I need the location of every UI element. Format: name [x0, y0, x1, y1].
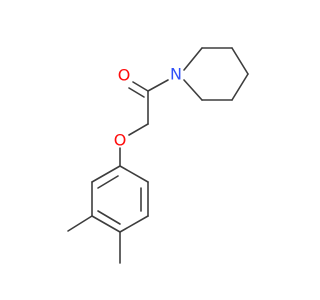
- bond-n-carbonyl: [147, 79, 169, 92]
- bond-c2-c3: [231, 47, 249, 75]
- bond-ch2-o: [128, 123, 149, 136]
- structure-diagram: O N O: [67, 47, 249, 264]
- bond-ar-c1-c2: [91, 165, 121, 183]
- bond-methyl-left: [67, 215, 93, 232]
- oxygen-ether-label: O: [114, 131, 127, 150]
- bond-c5-n: [183, 79, 203, 101]
- bond-carbonyl-o-1: [132, 81, 149, 92]
- bond-c3-c4: [231, 73, 249, 101]
- bond-ar-c6-c1: [119, 165, 149, 183]
- bond-n-c1: [183, 47, 203, 71]
- bond-ar-c3-c4: [91, 215, 121, 233]
- bond-ar-c4-c5: [119, 215, 149, 233]
- oxygen-carbonyl-label: O: [118, 66, 131, 85]
- nitrogen-label: N: [170, 65, 182, 84]
- molecule-canvas: O N O: [67, 47, 249, 264]
- aromatic-inner-2: [97, 210, 121, 225]
- aromatic-inner-1: [97, 175, 119, 189]
- bond-carbonyl-o-2: [128, 87, 145, 98]
